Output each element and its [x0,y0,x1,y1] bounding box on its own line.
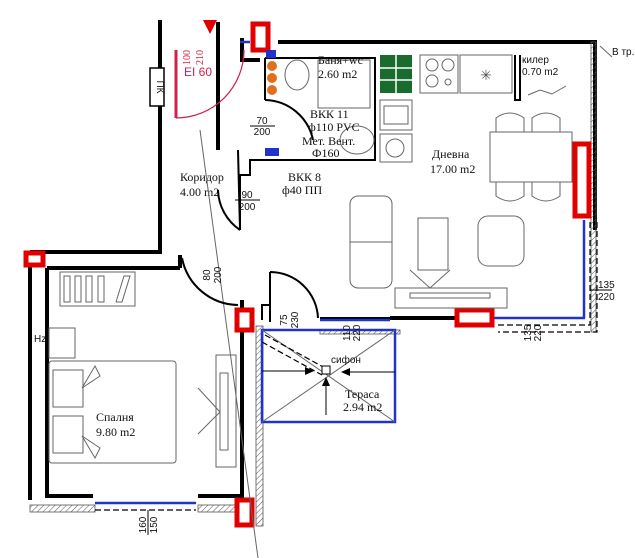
kitchen: ✳ [379,54,513,163]
living-area: 17.00 m2 [430,162,475,176]
left-mark: Hz [34,334,46,345]
terrace-drainage [261,329,396,423]
terrace-name: Тераса [345,387,380,401]
fire-door-height: 210 [195,50,206,65]
entry-door [149,20,245,119]
svg-text:70: 70 [256,116,268,127]
vkk8-label: ВКК 8 [288,170,321,184]
svg-text:150: 150 [149,516,160,533]
svg-text:110: 110 [342,325,353,341]
vkk8-pipe: ф40 ПП [282,183,322,197]
living-name: Дневна [432,147,470,161]
svg-text:200: 200 [239,202,256,213]
pipe-note: В тр. п [612,47,635,58]
siphon-label: сифон [331,354,361,366]
vkk11-label: ВКК 11 [310,107,349,121]
bedroom-area: 9.80 m2 [96,425,135,439]
svg-text:75: 75 [279,314,290,326]
highlighted-columns [23,21,592,528]
storage-area: 0.70 m2 [522,67,559,78]
svg-text:220: 220 [533,324,544,341]
corridor-name: Коридор [180,170,224,184]
terrace-area: 2.94 m2 [343,400,382,414]
bathroom-name: Баня+wc [318,53,363,67]
svg-text:135: 135 [523,324,534,341]
walls [28,20,597,527]
living-furniture [349,112,573,309]
svg-text:200: 200 [254,127,271,138]
vkk11-pipe: ф110 PVC [308,120,360,134]
corridor-area: 4.00 m2 [180,185,219,199]
pk-label: ПК [154,80,165,93]
svg-text:220: 220 [352,324,363,341]
svg-text:80: 80 [202,269,213,281]
fire-rating: EI 60 [184,65,212,79]
bathroom-area: 2.60 m2 [318,67,357,81]
bedroom-furniture [48,271,237,468]
svg-text:✳: ✳ [480,69,492,84]
storage-name: килер [522,55,549,66]
vent-label: Мет. Вент. [302,134,355,148]
windows [95,40,598,511]
svg-text:160: 160 [138,516,149,533]
bedroom-name: Спалня [96,410,134,424]
svg-text:220: 220 [598,292,615,303]
svg-text:200: 200 [213,266,224,283]
svg-text:230: 230 [290,311,301,328]
vent-diameter: Ф160 [312,146,339,160]
svg-text:90: 90 [241,190,253,201]
fire-door-width: 100 [182,50,193,65]
bathroom-fixtures [264,50,375,156]
svg-text:135: 135 [598,280,615,291]
